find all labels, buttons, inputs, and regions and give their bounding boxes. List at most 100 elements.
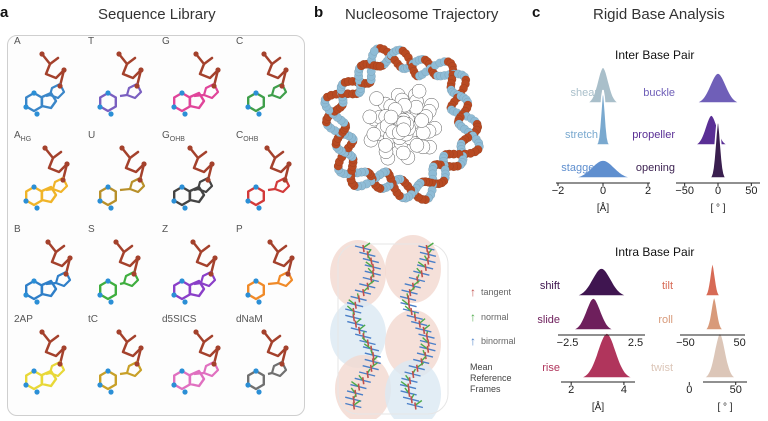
x-top-tick-label-2-1: 2.5 bbox=[627, 337, 644, 349]
nucleotide-structure bbox=[245, 145, 292, 211]
legend-normal-arrow-icon: ↑ bbox=[470, 310, 476, 324]
nucleotide-label: P bbox=[236, 224, 243, 235]
ridge-roll bbox=[680, 295, 745, 331]
nucleotide-structure bbox=[245, 51, 289, 117]
nucleotide-label: B bbox=[14, 224, 21, 235]
x-tick-label-2-1: 4 bbox=[620, 384, 627, 396]
legend-binormal-label: binormal bbox=[481, 336, 516, 346]
x-tick-label-1-0: −50 bbox=[675, 185, 694, 197]
ridge-label-shift: shift bbox=[539, 280, 560, 292]
nucleotide-label: dNaM bbox=[236, 314, 263, 325]
ridge-label-opening: opening bbox=[635, 162, 675, 174]
nucleotide-cell-8: B bbox=[12, 224, 84, 312]
nucleotide-cell-11: P bbox=[234, 224, 306, 312]
panel-a-title: Sequence Library bbox=[98, 6, 216, 23]
legend-normal-label: normal bbox=[481, 312, 509, 322]
nucleotide-label: tC bbox=[88, 314, 98, 325]
x-tick-label-0-2: 2 bbox=[644, 185, 652, 197]
ridge-shear bbox=[558, 66, 648, 104]
nucleotide-label: 2AP bbox=[14, 314, 33, 325]
nucleotide-cell-3: C bbox=[234, 36, 306, 124]
ridge-buckle bbox=[678, 72, 758, 104]
ridge-label-slide: slide bbox=[537, 314, 560, 326]
ridge-label-stretch: stretch bbox=[564, 129, 598, 141]
legend-tangent-label: tangent bbox=[481, 287, 512, 297]
panel-c-letter: c bbox=[532, 4, 541, 21]
nucleotide-label: A bbox=[14, 36, 21, 47]
ridge-label-rise: rise bbox=[542, 362, 560, 374]
nucleotide-structure bbox=[245, 329, 289, 395]
ridge-label-stagger: stagger bbox=[561, 162, 598, 174]
x-tick-label-0-0: −2 bbox=[551, 185, 565, 197]
legend-binormal-arrow-icon: ↑ bbox=[470, 334, 476, 348]
nucleotide-cell-0: A bbox=[12, 36, 84, 124]
nucleotide-label: GOHB bbox=[162, 130, 185, 143]
panel-b-letter: b bbox=[314, 4, 324, 21]
ridge-label-shear: shear bbox=[570, 87, 598, 99]
ridge-label-buckle: buckle bbox=[643, 87, 675, 99]
x-axis-unit-0: [Å] bbox=[596, 203, 610, 214]
ridge-twist bbox=[680, 332, 745, 379]
ridge-slide bbox=[558, 297, 645, 331]
nucleotide-structure bbox=[23, 145, 70, 211]
nucleotide-label: AHG bbox=[14, 130, 32, 143]
nucleotide-label: COHB bbox=[236, 130, 259, 143]
panel-c-title: Rigid Base Analysis bbox=[593, 6, 725, 23]
nucleotide-cell-5: U bbox=[86, 130, 158, 218]
ridge-label-tilt: tilt bbox=[662, 280, 673, 292]
ridge-rise bbox=[558, 332, 645, 379]
nucleotide-label: T bbox=[88, 36, 95, 47]
x-tick-label-1-2: 50 bbox=[745, 185, 758, 197]
nucleotide-structure bbox=[97, 145, 147, 211]
intra-base-pair-title: Intra Base Pair bbox=[615, 245, 695, 259]
nucleotide-cell-10: Z bbox=[160, 224, 232, 312]
x-tick-label-3-1: 50 bbox=[729, 384, 742, 396]
nucleotide-cell-15: dNaM bbox=[234, 314, 306, 402]
nucleotide-label: C bbox=[236, 36, 244, 47]
nucleotide-cell-12: 2AP bbox=[12, 314, 84, 402]
ridge-shift bbox=[558, 267, 645, 297]
ridge-tilt bbox=[680, 261, 745, 297]
nucleotide-label: d5SICS bbox=[162, 314, 197, 325]
x-top-tick-label-3-0: −50 bbox=[676, 337, 695, 349]
x-tick-label-0-1: 0 bbox=[599, 185, 607, 197]
x-top-tick-label-3-1: 50 bbox=[733, 337, 746, 349]
nucleotide-label: S bbox=[88, 224, 95, 235]
inter-base-pair-title: Inter Base Pair bbox=[615, 48, 695, 62]
ridge-label-roll: roll bbox=[658, 314, 673, 326]
nucleotide-cell-2: G bbox=[160, 36, 232, 124]
nucleotide-cell-13: tC bbox=[86, 314, 158, 402]
ridge-label-propeller: propeller bbox=[632, 129, 675, 141]
nucleotide-label: G bbox=[162, 36, 170, 47]
x-tick-label-1-1: 0 bbox=[714, 185, 722, 197]
x-axis-unit-3: [ ° ] bbox=[717, 402, 733, 413]
x-axis-unit-2: [Å] bbox=[591, 402, 605, 413]
x-tick-label-2-0: 2 bbox=[568, 384, 575, 396]
mean-reference-frames-label: Mean Reference Frames bbox=[470, 362, 512, 394]
nucleotide-structure bbox=[171, 239, 218, 305]
nucleotide-structure bbox=[171, 145, 215, 211]
nucleotide-label: U bbox=[88, 130, 96, 141]
nucleotide-cell-1: T bbox=[86, 36, 158, 124]
nucleotide-structure bbox=[23, 239, 73, 305]
nucleotide-structure bbox=[245, 239, 295, 305]
panel-b-title: Nucleosome Trajectory bbox=[345, 6, 499, 23]
nucleotide-structure bbox=[171, 51, 221, 117]
legend-tangent-arrow-icon: ↑ bbox=[470, 285, 476, 299]
nucleotide-cell-4: AHG bbox=[12, 130, 84, 218]
nucleosome-structure bbox=[320, 43, 484, 205]
nucleotide-structure bbox=[97, 51, 144, 117]
ridge-opening bbox=[678, 119, 758, 179]
nucleotide-structure bbox=[97, 329, 144, 395]
nucleotide-label: Z bbox=[162, 224, 169, 235]
nucleotide-cell-7: COHB bbox=[234, 130, 306, 218]
x-axis-unit-1: [ ° ] bbox=[710, 203, 726, 214]
x-top-tick-label-2-0: −2.5 bbox=[556, 337, 579, 349]
panel-a-letter: a bbox=[0, 4, 9, 21]
ridge-stretch bbox=[558, 89, 648, 146]
ridge-label-twist: twist bbox=[651, 362, 673, 374]
nucleotide-structure bbox=[171, 329, 221, 395]
x-tick-label-3-0: 0 bbox=[686, 384, 693, 396]
nucleotide-cell-14: d5SICS bbox=[160, 314, 232, 402]
